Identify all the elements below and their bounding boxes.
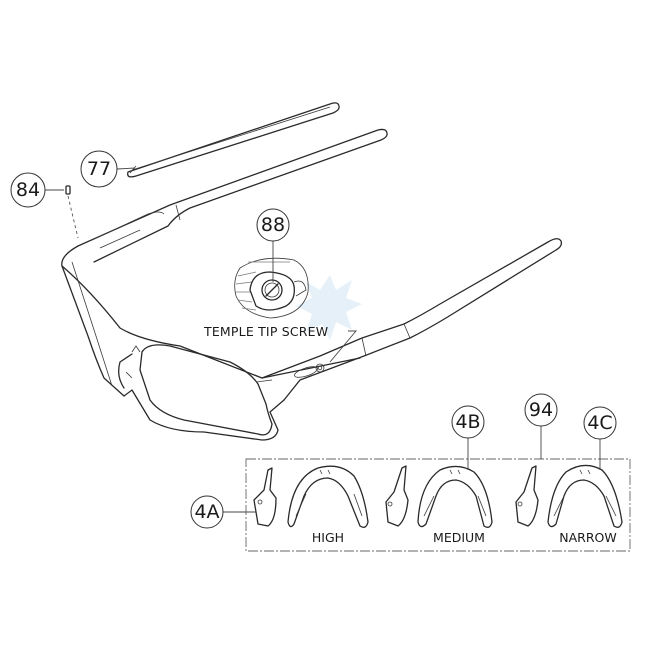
leader-lines [45,167,601,513]
temple-tip-screw-caption: TEMPLE TIP SCREW [203,324,328,339]
callout-84: 84 [10,172,46,208]
svg-text:4C: 4C [587,412,612,434]
size-label-high: HIGH [312,530,344,545]
svg-text:84: 84 [16,179,40,201]
near-temple-arm [261,238,563,401]
nosepad-clip-narrow [515,465,539,527]
callout-77: 77 [80,150,118,188]
nosepad-narrow [547,464,623,528]
svg-text:88: 88 [261,214,285,236]
frame-front [61,245,361,441]
svg-text:94: 94 [529,399,553,421]
callout-94: 94 [524,393,558,427]
nosepad-clip-medium [385,465,409,527]
size-label-medium: MEDIUM [433,530,485,545]
temple-sleeve-77 [127,102,340,178]
callout-4B: 4B [451,405,485,439]
callout-4A: 4A [190,495,224,529]
callout-4C: 4C [583,406,617,440]
callout-88: 88 [256,208,290,242]
nosepad-options-box [245,458,631,552]
far-temple-arm [77,128,388,263]
size-label-narrow: NARROW [559,530,616,545]
temple-tip-screw-detail [234,257,309,319]
nosepad-medium [417,465,493,528]
nosepad-clip-high [253,467,277,527]
nosepad-high [287,465,369,528]
svg-text:4A: 4A [194,501,219,523]
svg-text:77: 77 [87,158,111,180]
svg-text:4B: 4B [455,411,480,433]
hinge-screw-84 [65,185,79,239]
watermark-logo [296,275,362,340]
